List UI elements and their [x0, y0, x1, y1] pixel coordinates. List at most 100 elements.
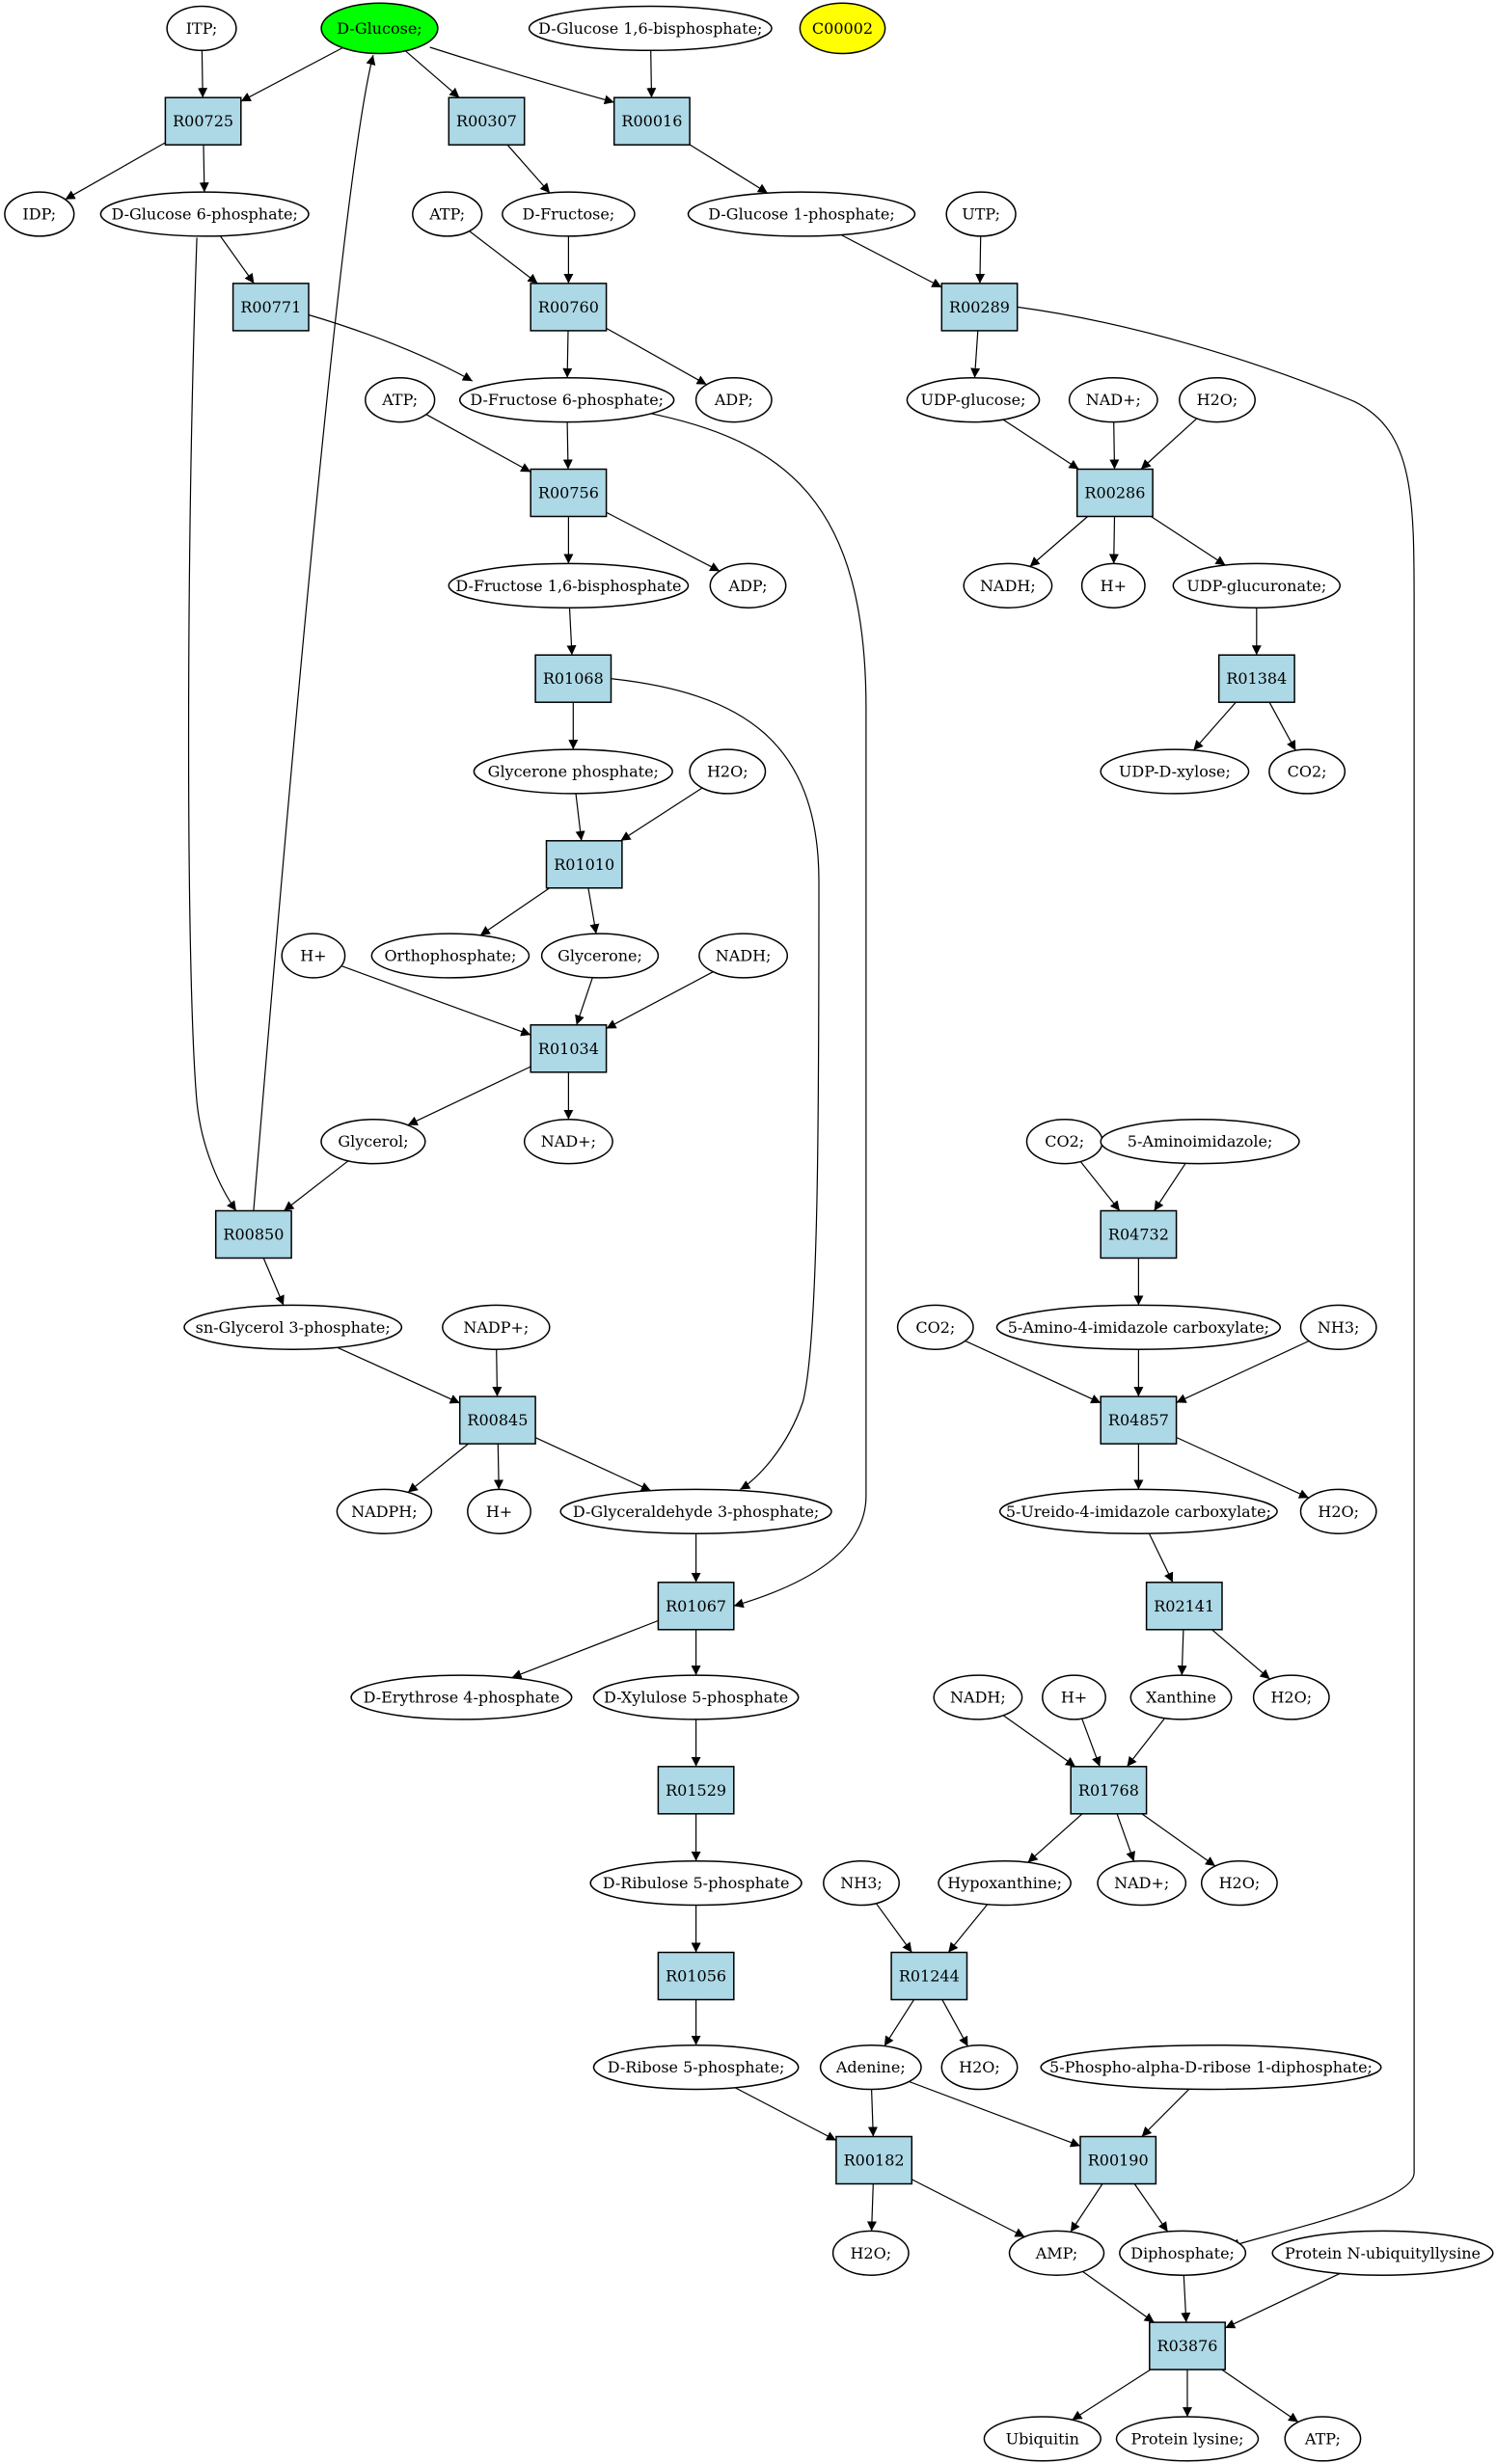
compound-node-atp2[interactable]: ATP; — [365, 377, 436, 423]
compound-node-h2o6[interactable]: H2O; — [940, 2044, 1019, 2091]
reaction-node-R00190[interactable]: R00190 — [1079, 2135, 1157, 2185]
compound-node-h2o5[interactable]: H2O; — [1200, 1859, 1278, 1907]
compound-node-nadh1[interactable]: NADH; — [963, 562, 1053, 609]
reaction-node-R01067[interactable]: R01067 — [657, 1582, 735, 1631]
reaction-node-R01068[interactable]: R01068 — [534, 654, 612, 703]
compound-node-nh3a[interactable]: NH3; — [1299, 1304, 1377, 1350]
compound-node-atp1[interactable]: ATP; — [412, 191, 483, 237]
compound-node-nh3b[interactable]: NH3; — [823, 1859, 900, 1907]
compound-node-hp1[interactable]: H+ — [1080, 562, 1146, 609]
compound-node-fru[interactable]: D-Fructose; — [502, 191, 636, 237]
compound-label: Diphosphate; — [1130, 2244, 1235, 2262]
reaction-node-R01768[interactable]: R01768 — [1070, 1766, 1148, 1815]
compound-node-hp4[interactable]: H+ — [1042, 1674, 1106, 1720]
compound-node-hypox[interactable]: Hypoxanthine; — [938, 1859, 1072, 1907]
compound-node-prpp[interactable]: 5-Phospho-alpha-D-ribose 1-diphosphate; — [1040, 2044, 1382, 2091]
compound-node-diphos[interactable]: Diphosphate; — [1119, 2230, 1247, 2276]
reaction-node-R01056[interactable]: R01056 — [657, 1951, 735, 2001]
compound-node-udpxyl[interactable]: UDP-D-xylose; — [1100, 748, 1250, 795]
compound-node-nadp2[interactable]: NAD+; — [523, 1119, 613, 1165]
compound-node-aicarb[interactable]: 5-Amino-4-imidazole carboxylate; — [995, 1304, 1282, 1350]
compound-node-c00002[interactable]: C00002 — [799, 2, 886, 55]
compound-node-itp1[interactable]: ITP; — [166, 5, 237, 52]
reaction-node-R01529[interactable]: R01529 — [657, 1766, 735, 1815]
reaction-node-R00850[interactable]: R00850 — [214, 1209, 292, 1259]
compound-node-h2o4[interactable]: H2O; — [1252, 1674, 1330, 1720]
compound-node-g16bp[interactable]: D-Glucose 1,6-bisphosphate; — [528, 5, 773, 52]
compound-node-idp[interactable]: IDP; — [4, 191, 75, 237]
reaction-node-R00289[interactable]: R00289 — [940, 283, 1019, 332]
compound-node-atp3[interactable]: ATP; — [1284, 2416, 1362, 2462]
edge-line — [506, 144, 551, 194]
compound-node-ru5p[interactable]: D-Ribulose 5-phosphate — [589, 1859, 802, 1907]
compound-node-g3p[interactable]: sn-Glycerol 3-phosphate; — [183, 1304, 403, 1350]
compound-node-nadpplus[interactable]: NADP+; — [442, 1304, 551, 1350]
reaction-node-R01010[interactable]: R01010 — [545, 840, 623, 889]
compound-node-uicarb[interactable]: 5-Ureido-4-imidazole carboxylate; — [998, 1488, 1278, 1534]
compound-node-protubi[interactable]: Protein N-ubiquityllysine — [1271, 2230, 1494, 2276]
compound-node-glycerol[interactable]: Glycerol; — [320, 1119, 426, 1165]
compound-node-nadp3[interactable]: NAD+; — [1097, 1859, 1187, 1907]
compound-node-hp2[interactable]: H+ — [281, 933, 346, 979]
compound-node-h2o7[interactable]: H2O; — [831, 2230, 910, 2276]
compound-node-h2o3[interactable]: H2O; — [1299, 1488, 1377, 1534]
compound-node-amp[interactable]: AMP; — [1008, 2230, 1105, 2276]
compound-node-co2a[interactable]: CO2; — [1268, 748, 1346, 795]
reaction-node-R00760[interactable]: R00760 — [530, 283, 608, 332]
compound-node-adenine[interactable]: Adenine; — [819, 2044, 922, 2091]
edge-R00182-to-h2o7 — [866, 2183, 877, 2232]
compound-shape — [906, 377, 1041, 423]
reaction-node-R04732[interactable]: R04732 — [1100, 1209, 1178, 1259]
reaction-node-R01384[interactable]: R01384 — [1217, 654, 1295, 703]
reaction-node-R04857[interactable]: R04857 — [1100, 1395, 1178, 1445]
compound-node-udpglcA[interactable]: UDP-glucuronate; — [1172, 562, 1342, 609]
compound-node-ubiq[interactable]: Ubiquitin — [983, 2416, 1102, 2462]
reaction-node-R00845[interactable]: R00845 — [458, 1395, 536, 1445]
compound-node-utp[interactable]: UTP; — [945, 191, 1017, 237]
compound-node-f6p[interactable]: D-Fructose 6-phosphate; — [458, 377, 675, 423]
edge-udpglc-to-R00286 — [1002, 419, 1079, 471]
reaction-label: R00725 — [173, 112, 233, 130]
compound-node-nadh3[interactable]: NADH; — [933, 1674, 1023, 1720]
compound-node-hp3[interactable]: H+ — [467, 1488, 531, 1534]
compound-node-glycerone[interactable]: Glycerone; — [540, 933, 660, 979]
compound-node-glc[interactable]: D-Glucose; — [320, 2, 439, 55]
compound-node-adp1[interactable]: ADP; — [694, 377, 773, 423]
compound-node-ortho[interactable]: Orthophosphate; — [370, 933, 530, 979]
compound-node-g6p[interactable]: D-Glucose 6-phosphate; — [99, 191, 310, 237]
compound-node-r5p[interactable]: D-Ribose 5-phosphate; — [592, 2044, 800, 2091]
reaction-node-R02141[interactable]: R02141 — [1145, 1582, 1223, 1631]
reaction-node-R00182[interactable]: R00182 — [835, 2135, 913, 2185]
edge-line — [965, 1340, 1102, 1404]
reaction-node-R01034[interactable]: R01034 — [530, 1024, 608, 1073]
reaction-node-R00725[interactable]: R00725 — [164, 96, 242, 146]
compound-node-xu5p[interactable]: D-Xylulose 5-phosphate — [592, 1674, 800, 1720]
reaction-box — [530, 283, 608, 332]
compound-node-gap[interactable]: D-Glyceraldehyde 3-phosphate; — [559, 1488, 832, 1534]
compound-node-co2c[interactable]: CO2; — [896, 1304, 974, 1350]
reaction-node-R00756[interactable]: R00756 — [530, 468, 608, 518]
compound-node-protlys[interactable]: Protein lysine; — [1115, 2416, 1260, 2462]
compound-node-e4p[interactable]: D-Erythrose 4-phosphate — [350, 1674, 573, 1720]
compound-node-nadh2[interactable]: NADH; — [698, 933, 789, 979]
compound-node-gnp[interactable]: Glycerone phosphate; — [473, 748, 673, 795]
compound-node-udpglc[interactable]: UDP-glucose; — [906, 377, 1041, 423]
compound-node-nadp1[interactable]: NAD+; — [1068, 377, 1158, 423]
compound-node-adp2[interactable]: ADP; — [709, 562, 787, 609]
reaction-label: R00771 — [240, 298, 301, 316]
compound-node-fbp[interactable]: D-Fructose 1,6-bisphosphate — [448, 562, 690, 609]
reaction-node-R00307[interactable]: R00307 — [448, 96, 526, 146]
compound-node-xanthine[interactable]: Xanthine — [1129, 1674, 1233, 1720]
compound-node-h2o1[interactable]: H2O; — [1179, 377, 1256, 423]
reaction-node-R00016[interactable]: R00016 — [612, 96, 691, 146]
compound-node-aimid[interactable]: 5-Aminoimidazole; — [1100, 1119, 1300, 1165]
compound-node-co2b[interactable]: CO2; — [1025, 1119, 1103, 1165]
reaction-node-R03876[interactable]: R03876 — [1149, 2321, 1226, 2370]
reaction-node-R00771[interactable]: R00771 — [231, 283, 310, 332]
compound-node-g1p[interactable]: D-Glucose 1-phosphate; — [687, 191, 916, 237]
compound-node-nadph[interactable]: NADPH; — [336, 1488, 433, 1534]
compound-shape — [183, 1304, 403, 1350]
reaction-node-R01244[interactable]: R01244 — [890, 1951, 968, 2001]
reaction-node-R00286[interactable]: R00286 — [1075, 468, 1154, 518]
compound-node-h2o2[interactable]: H2O; — [689, 748, 767, 795]
